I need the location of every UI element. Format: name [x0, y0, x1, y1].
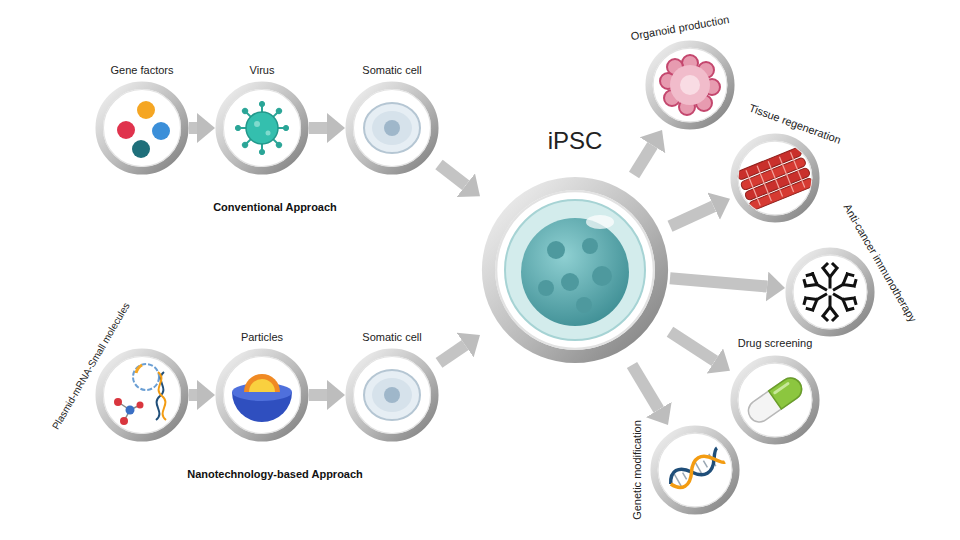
ring [649, 44, 731, 126]
center-title: iPSC [548, 127, 603, 155]
connector-arrow [439, 164, 466, 185]
center-cell-circle: iPSC [480, 175, 670, 365]
ring-outline [95, 348, 189, 442]
ring-inner [793, 255, 867, 329]
connector-arrow [189, 389, 197, 401]
connector-arrow [309, 122, 327, 134]
ring [789, 251, 871, 333]
ring-inner [653, 48, 727, 122]
dna-icon [666, 447, 725, 492]
ring [734, 137, 816, 219]
connector-arrow [309, 389, 327, 401]
icon-circle: Somatic cell [345, 348, 439, 442]
disk [100, 45, 870, 510]
approach-caption: Conventional Approach [213, 201, 337, 213]
icon-circle: Gene factors [95, 81, 189, 175]
capsule-icon [744, 374, 806, 426]
ring-outline [215, 81, 309, 175]
somatic-cell-icon [364, 103, 420, 420]
ring-inner [223, 356, 300, 433]
connector-arrow [670, 206, 714, 226]
ring [99, 352, 185, 438]
plasmid-molecule-icon [114, 364, 166, 425]
node-label: Gene factors [111, 64, 174, 77]
ipsc-cell-icon [505, 200, 645, 340]
virus-icon [235, 101, 288, 154]
organoid-icon [660, 55, 720, 115]
ring [99, 85, 185, 171]
gene-factor-dots [117, 101, 170, 158]
ring-outline [345, 348, 439, 442]
ring-inner [223, 89, 300, 166]
icon-circle: Genetic modification [650, 425, 740, 515]
node-label: Genetic modification [631, 420, 644, 520]
ring-inner [353, 356, 430, 433]
icon-circle: Virus [215, 81, 309, 175]
ring-outline [345, 81, 439, 175]
ring-inner [496, 191, 654, 349]
ring-outline [480, 175, 670, 365]
approach-caption: Nanotechnology-based Approach [187, 468, 363, 480]
ring-outline [215, 348, 309, 442]
node-label: Drug screening [738, 337, 813, 350]
icon-circle: Plasmid-mRNA-Small molecules [95, 348, 189, 442]
ring [654, 429, 736, 511]
ring-outline [650, 425, 740, 515]
connector-arrow [439, 345, 465, 363]
antibody-icon [802, 264, 857, 320]
ring-inner [738, 141, 812, 215]
ring [349, 352, 435, 438]
icon-circle: Tissue regeneration [730, 133, 820, 223]
ring-outline [645, 40, 735, 130]
ring [734, 359, 816, 441]
ring-inner [103, 356, 180, 433]
ring-outline [95, 81, 189, 175]
ring [219, 85, 305, 171]
node-label: Virus [250, 64, 275, 77]
connector-arrow [634, 145, 652, 175]
node-label: Particles [241, 331, 283, 344]
ring-outline [730, 355, 820, 445]
icon-circle: Anti-cancer immunotherapy [785, 247, 875, 337]
ring-inner [353, 89, 430, 166]
node-label: Somatic cell [362, 331, 421, 344]
node-label: Plasmid-mRNA-Small molecules [50, 300, 132, 431]
ring-inner [658, 433, 732, 507]
node-label: Organoid production [630, 13, 730, 43]
connector-arrow [670, 278, 767, 286]
particle-icon [232, 374, 292, 422]
connector-arrow [632, 365, 659, 410]
icon-circle: Particles [215, 348, 309, 442]
ring-outline [730, 133, 820, 223]
ring-inner [103, 89, 180, 166]
connector-arrow [189, 122, 197, 134]
icon-circle: Somatic cell [345, 81, 439, 175]
ring [489, 184, 662, 357]
ring [219, 352, 305, 438]
node-label: Somatic cell [362, 64, 421, 77]
ring-outline [785, 247, 875, 337]
connector-arrow [670, 332, 715, 361]
ring [349, 85, 435, 171]
ring-inner [738, 363, 812, 437]
icon-circle: Organoid production [645, 40, 735, 130]
icon-circle: Drug screening [730, 355, 820, 445]
